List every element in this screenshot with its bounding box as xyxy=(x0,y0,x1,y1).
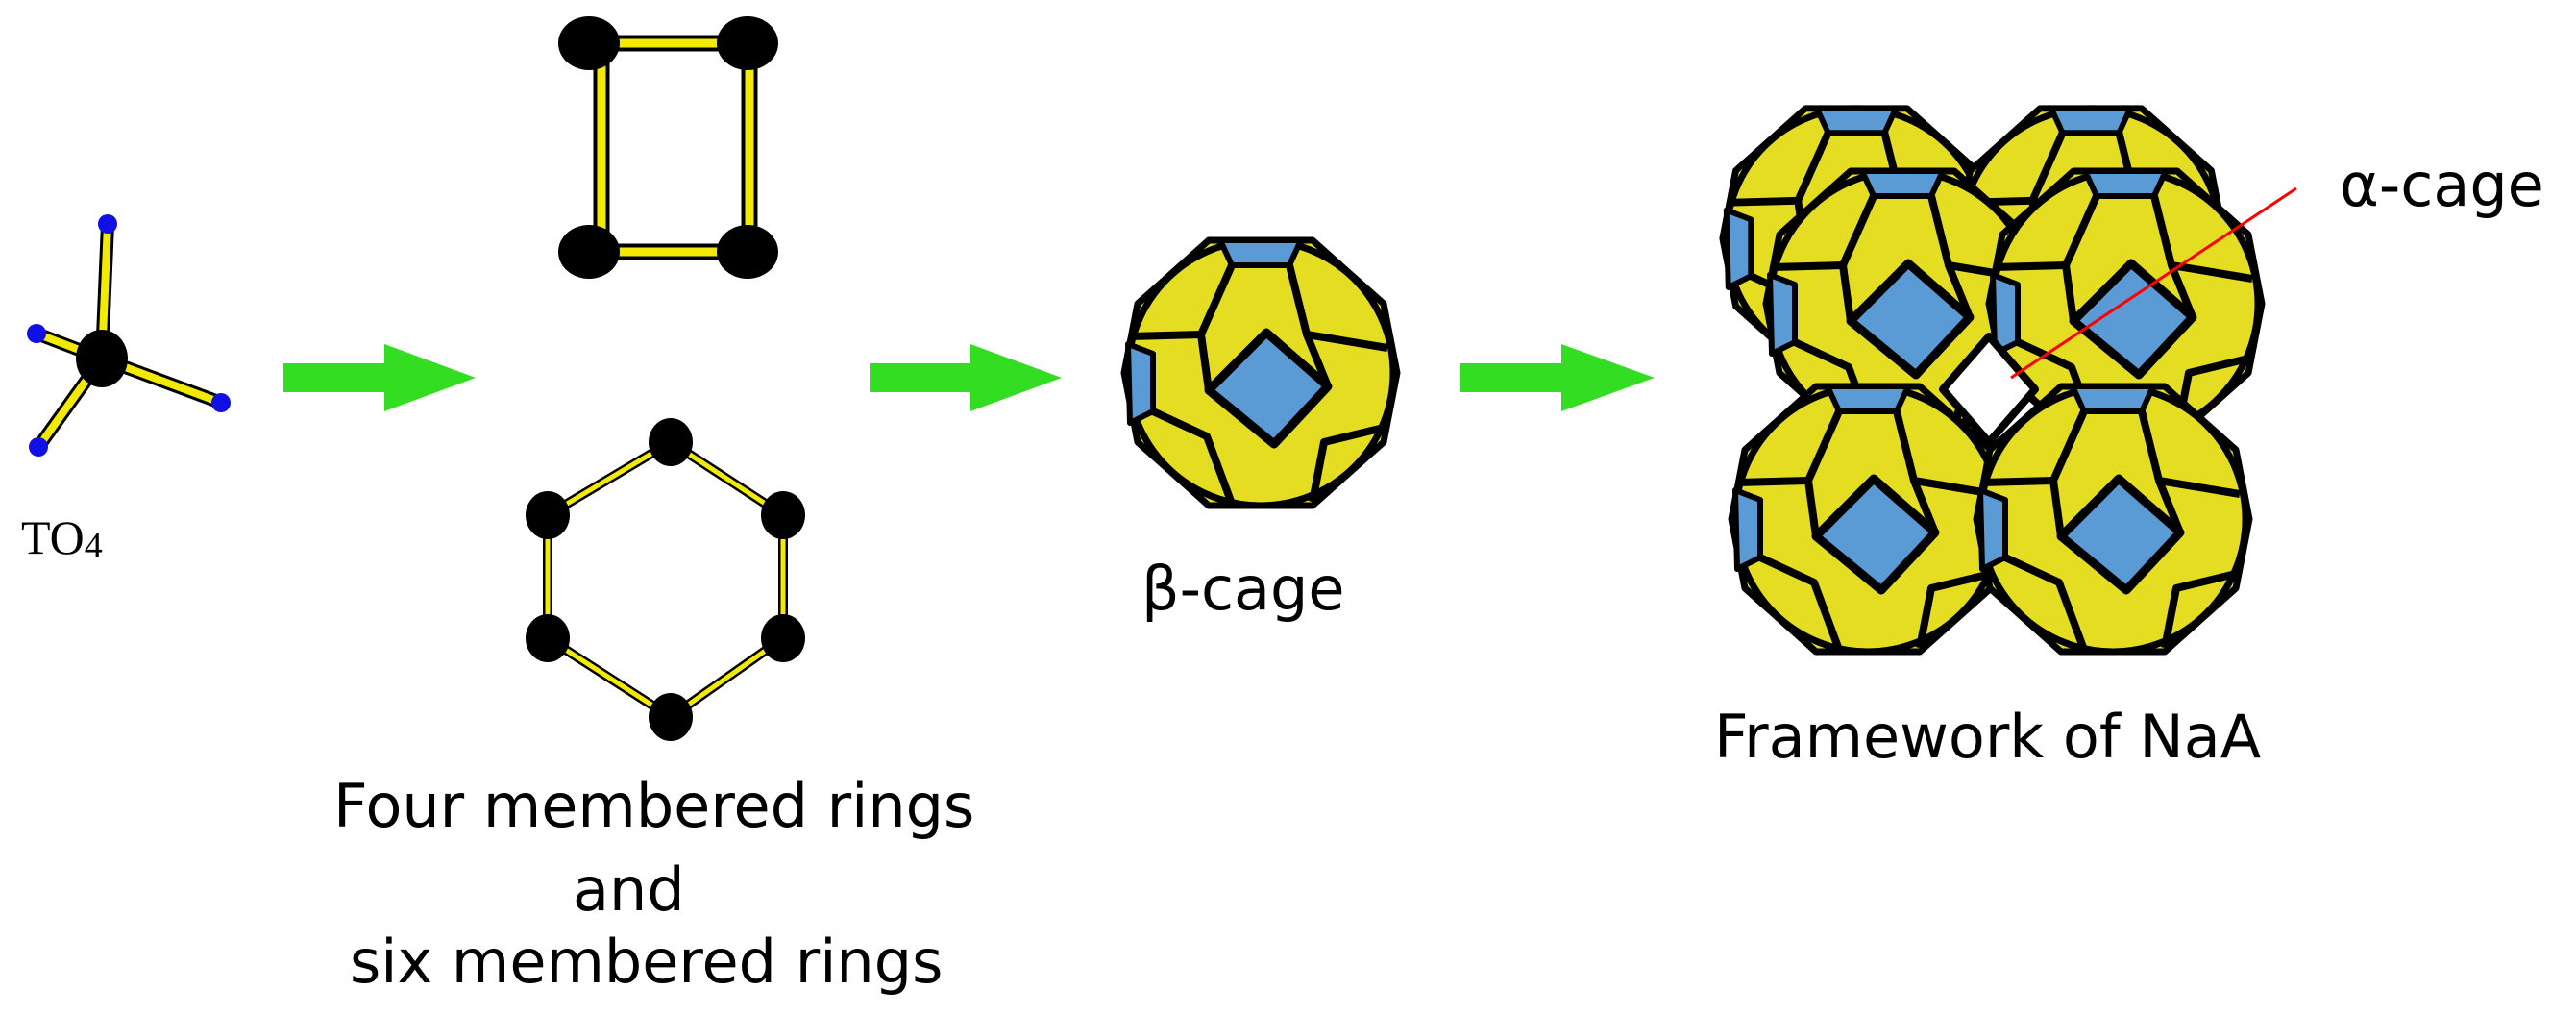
oxygen-atom xyxy=(29,437,48,457)
naa-framework xyxy=(1723,109,2297,652)
arrow-right-icon xyxy=(870,344,1062,411)
to4-label: TO4 xyxy=(21,510,103,566)
to4-tetrahedron xyxy=(27,214,231,457)
oxygen-atom xyxy=(27,324,46,343)
six-membered-ring xyxy=(526,418,805,741)
alpha-cage-label: α-cage xyxy=(2340,150,2544,220)
oxygen-atom xyxy=(211,393,231,412)
beta-cage-label: β-cage xyxy=(1141,554,1345,624)
framework-label: Framework of NaA xyxy=(1714,702,2262,772)
arrow-right-icon xyxy=(283,344,476,411)
arrow-right-icon xyxy=(1460,344,1655,411)
rings-caption-line1: Four membered rings xyxy=(333,771,975,841)
alpha-cage-pointer xyxy=(2010,186,2297,380)
rings-caption-line3: six membered rings xyxy=(350,927,944,997)
four-membered-ring xyxy=(558,16,778,279)
rings-caption-line2: and xyxy=(573,854,685,925)
t-atom xyxy=(76,330,128,387)
beta-cage xyxy=(1124,240,1397,506)
oxygen-atom xyxy=(98,214,117,234)
